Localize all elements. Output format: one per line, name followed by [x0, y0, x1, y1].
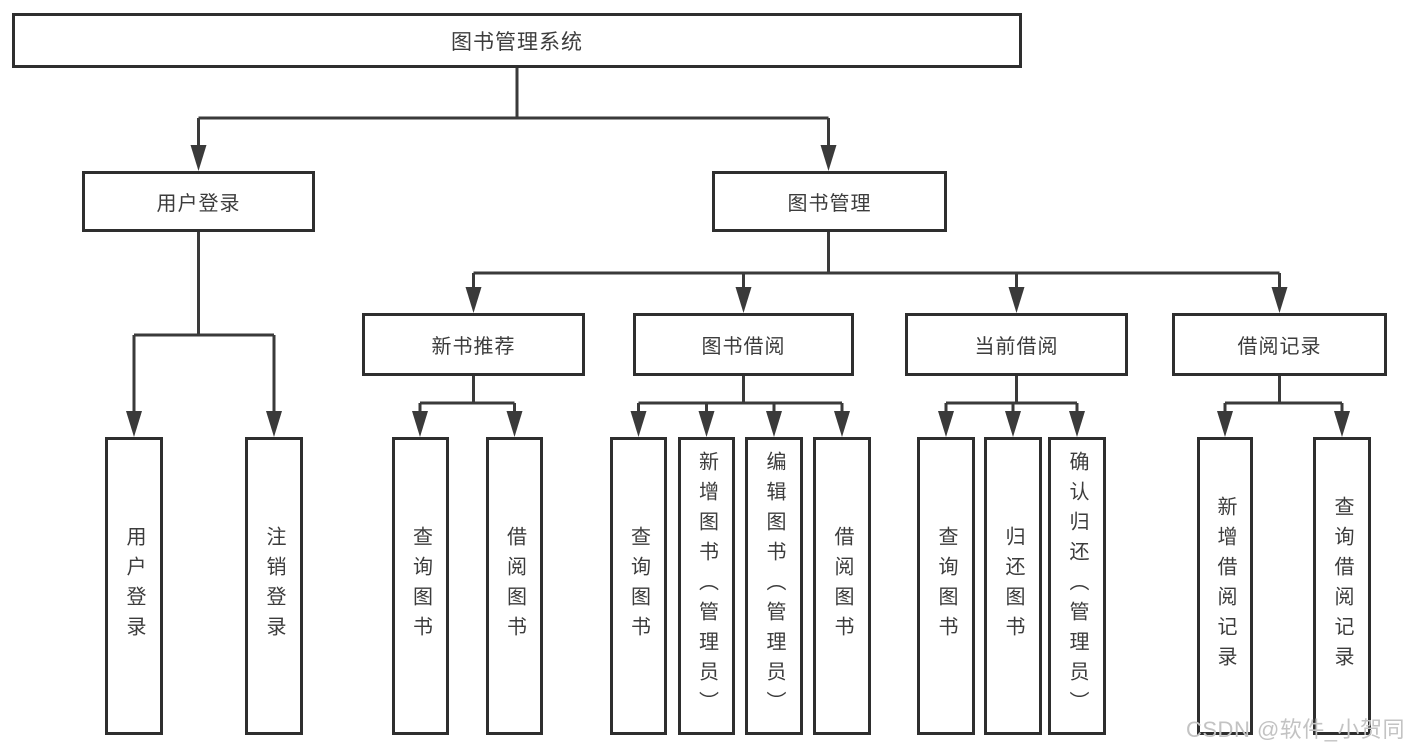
node-label: 图书管理系统: [451, 30, 583, 54]
leaf-query-book-2: 查询图书: [610, 437, 667, 735]
leaf-query-book-1: 查询图书: [392, 437, 449, 735]
edge-book-borrow-children: [630, 376, 850, 437]
leaf-add-book-admin: 新增图书（管理员）: [678, 437, 735, 735]
leaf-query-book-3: 查询图书: [917, 437, 975, 735]
edge-borrow-records-children: [1217, 376, 1350, 437]
node-current-borrowing: 当前借阅: [905, 313, 1128, 376]
leaf-logout: 注销登录: [245, 437, 303, 735]
leaf-confirm-return-admin: 确认归还（管理员）: [1048, 437, 1106, 735]
node-label: 新增借阅记录: [1214, 496, 1236, 676]
edge-root-to-level2: [190, 68, 837, 171]
node-user-login: 用户登录: [82, 171, 315, 232]
edge-current-borrow-children: [938, 376, 1085, 437]
csdn-watermark: CSDN @软件_小贺同学: [1186, 717, 1405, 742]
leaf-edit-book-admin: 编辑图书（管理员）: [745, 437, 803, 735]
node-book-management: 图书管理: [712, 171, 947, 232]
node-label: 图书借阅: [701, 336, 786, 358]
node-borrowing-records: 借阅记录: [1172, 313, 1387, 376]
node-label: 确认归还（管理员）: [1066, 451, 1088, 721]
leaf-add-borrow-record: 新增借阅记录: [1197, 437, 1253, 735]
node-label: 借阅记录: [1237, 336, 1322, 358]
node-label: 查询图书: [935, 526, 957, 646]
node-label: 当前借阅: [974, 336, 1059, 358]
node-label: 编辑图书（管理员）: [763, 451, 785, 721]
node-label: 查询图书: [627, 526, 650, 646]
node-root-library-system: 图书管理系统: [12, 13, 1022, 68]
leaf-user-login: 用户登录: [105, 437, 163, 735]
node-label: 用户登录: [156, 193, 241, 215]
node-label: 新增图书（管理员）: [695, 451, 718, 721]
edge-book-mgmt-children: [465, 232, 1288, 313]
node-label: 借阅图书: [831, 526, 853, 646]
leaf-borrow-book-1: 借阅图书: [486, 437, 543, 735]
node-label: 归还图书: [1002, 526, 1024, 646]
leaf-return-book: 归还图书: [984, 437, 1042, 735]
node-label: 查询图书: [409, 526, 432, 646]
node-label: 查询借阅记录: [1331, 496, 1353, 676]
edge-new-book-children: [412, 376, 523, 437]
node-label: 用户登录: [123, 526, 145, 646]
node-label: 借阅图书: [503, 526, 526, 646]
node-label: 图书管理: [787, 193, 872, 215]
leaf-query-borrow-record: 查询借阅记录: [1313, 437, 1371, 735]
node-label: 新书推荐: [431, 336, 516, 358]
node-book-borrowing: 图书借阅: [633, 313, 854, 376]
node-new-book-recommend: 新书推荐: [362, 313, 585, 376]
leaf-borrow-book-2: 借阅图书: [813, 437, 871, 735]
edge-user-login-children: [126, 232, 282, 437]
node-label: 注销登录: [263, 526, 285, 646]
